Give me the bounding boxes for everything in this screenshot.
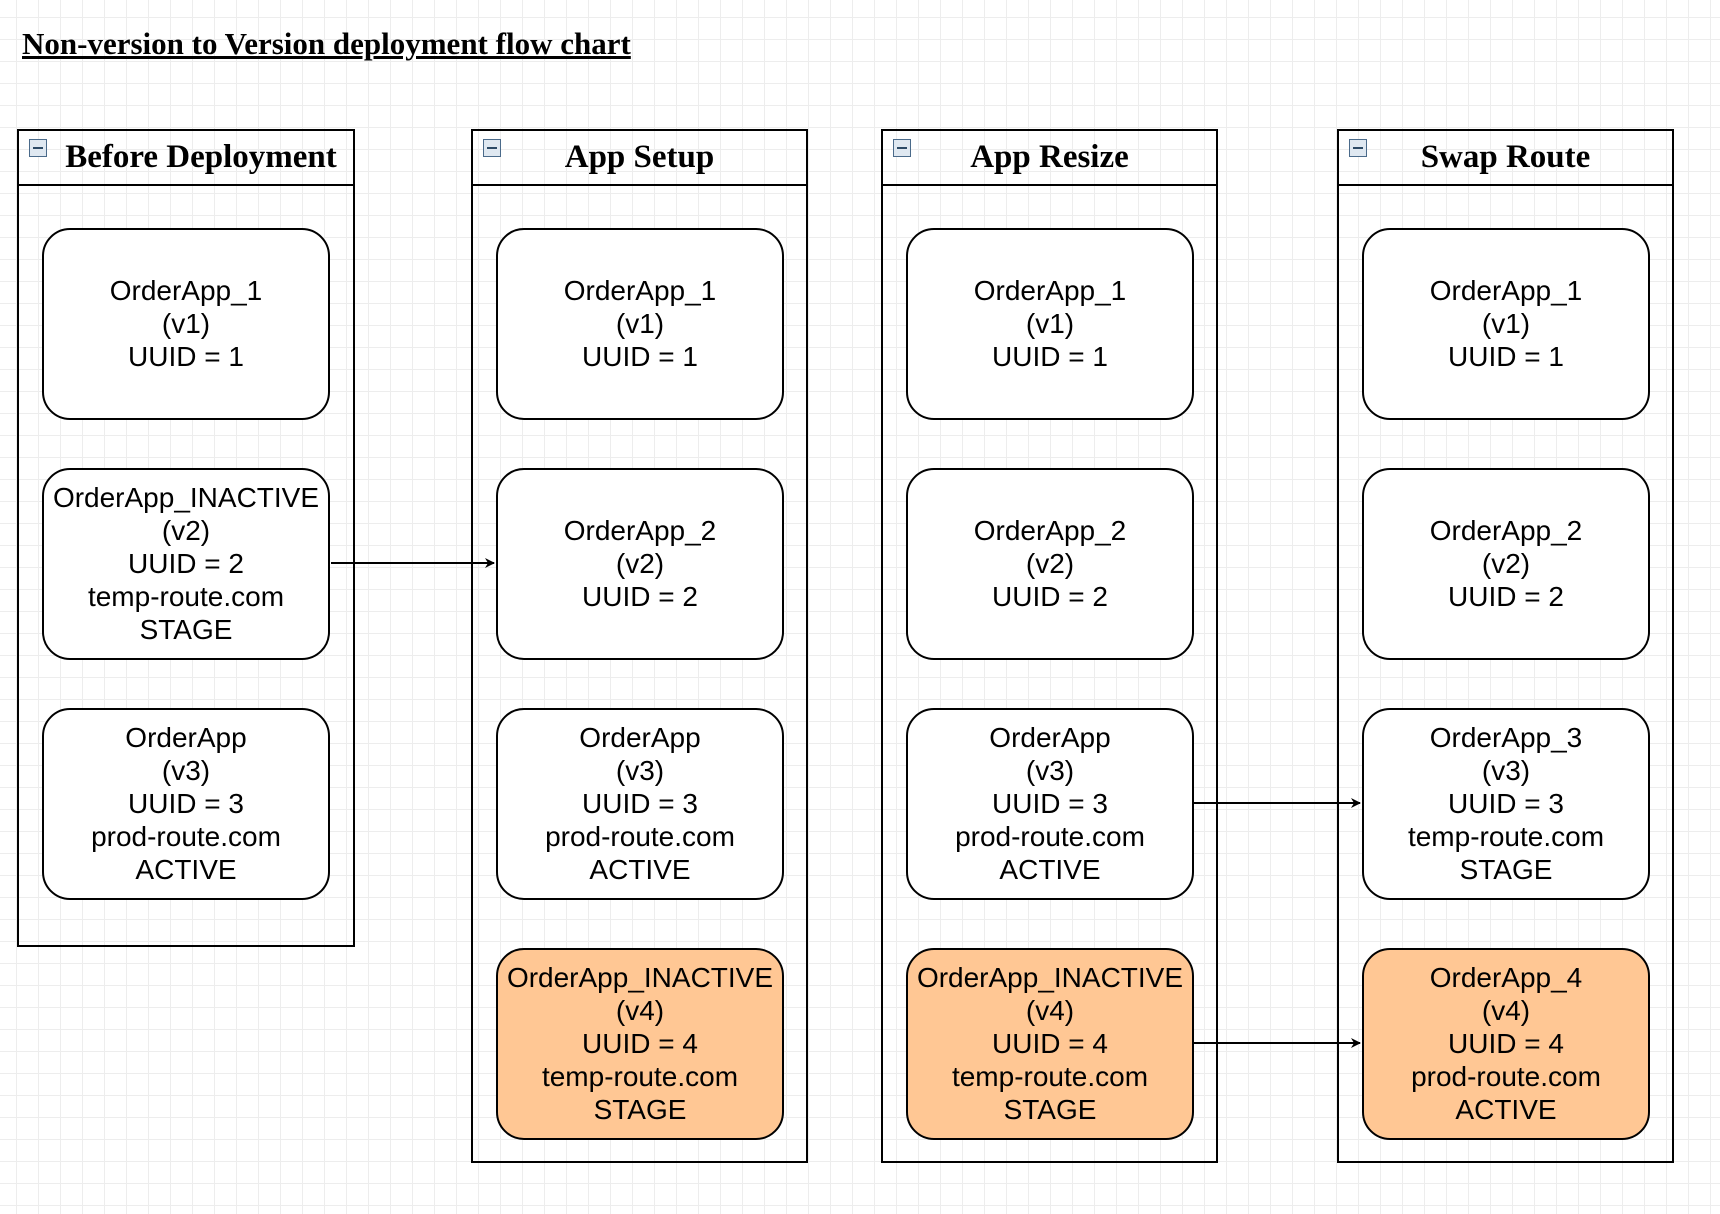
app-box[interactable]: OrderApp_1 (v1) UUID = 1 xyxy=(1362,228,1650,420)
app-box-label: OrderApp_2 (v2) UUID = 2 xyxy=(1429,514,1583,612)
app-box-label: OrderApp_1 (v1) UUID = 1 xyxy=(1429,274,1583,372)
app-box-new-version[interactable]: OrderApp_INACTIVE (v4) UUID = 4 temp-rou… xyxy=(496,948,784,1140)
app-box[interactable]: OrderApp_2 (v2) UUID = 2 xyxy=(1362,468,1650,660)
app-box-label: OrderApp (v3) UUID = 3 prod-route.com AC… xyxy=(91,721,281,885)
app-box-label: OrderApp_INACTIVE (v4) UUID = 4 temp-rou… xyxy=(916,961,1184,1125)
app-box-label: OrderApp_4 (v4) UUID = 4 prod-route.com … xyxy=(1411,961,1601,1125)
app-box[interactable]: OrderApp_3 (v3) UUID = 3 temp-route.com … xyxy=(1362,708,1650,900)
app-box-label: OrderApp_1 (v1) UUID = 1 xyxy=(563,274,717,372)
app-box-label: OrderApp_INACTIVE (v4) UUID = 4 temp-rou… xyxy=(506,961,774,1125)
lane-title: Before Deployment xyxy=(65,139,337,175)
lane-title: App Setup xyxy=(564,139,715,175)
app-box[interactable]: OrderApp_1 (v1) UUID = 1 xyxy=(496,228,784,420)
app-box[interactable]: OrderApp_1 (v1) UUID = 1 xyxy=(906,228,1194,420)
app-box-label: OrderApp_2 (v2) UUID = 2 xyxy=(973,514,1127,612)
collapse-icon[interactable] xyxy=(29,139,47,157)
app-box-label: OrderApp_2 (v2) UUID = 2 xyxy=(563,514,717,612)
lane-swap-route[interactable]: Swap Route OrderApp_1 (v1) UUID = 1 Orde… xyxy=(1337,129,1674,1163)
app-box[interactable]: OrderApp_2 (v2) UUID = 2 xyxy=(906,468,1194,660)
lane-app-resize[interactable]: App Resize OrderApp_1 (v1) UUID = 1 Orde… xyxy=(881,129,1218,1163)
lane-before-deployment[interactable]: Before Deployment OrderApp_1 (v1) UUID =… xyxy=(17,129,355,947)
lane-header: Swap Route xyxy=(1339,131,1672,186)
lane-header: App Setup xyxy=(473,131,806,186)
app-box[interactable]: OrderApp_INACTIVE (v2) UUID = 2 temp-rou… xyxy=(42,468,330,660)
app-box[interactable]: OrderApp (v3) UUID = 3 prod-route.com AC… xyxy=(496,708,784,900)
collapse-icon[interactable] xyxy=(483,139,501,157)
diagram-title: Non-version to Version deployment flow c… xyxy=(22,26,631,61)
app-box-label: OrderApp_1 (v1) UUID = 1 xyxy=(109,274,263,372)
app-box-new-version[interactable]: OrderApp_4 (v4) UUID = 4 prod-route.com … xyxy=(1362,948,1650,1140)
app-box[interactable]: OrderApp (v3) UUID = 3 prod-route.com AC… xyxy=(42,708,330,900)
app-box-new-version[interactable]: OrderApp_INACTIVE (v4) UUID = 4 temp-rou… xyxy=(906,948,1194,1140)
app-box-label: OrderApp (v3) UUID = 3 prod-route.com AC… xyxy=(955,721,1145,885)
app-box-label: OrderApp_3 (v3) UUID = 3 temp-route.com … xyxy=(1407,721,1605,885)
lane-app-setup[interactable]: App Setup OrderApp_1 (v1) UUID = 1 Order… xyxy=(471,129,808,1163)
lane-title: App Resize xyxy=(970,139,1129,175)
app-box-label: OrderApp (v3) UUID = 3 prod-route.com AC… xyxy=(545,721,735,885)
lane-header: Before Deployment xyxy=(19,131,353,186)
app-box[interactable]: OrderApp (v3) UUID = 3 prod-route.com AC… xyxy=(906,708,1194,900)
app-box-label: OrderApp_INACTIVE (v2) UUID = 2 temp-rou… xyxy=(52,481,320,645)
lane-header: App Resize xyxy=(883,131,1216,186)
app-box-label: OrderApp_1 (v1) UUID = 1 xyxy=(973,274,1127,372)
collapse-icon[interactable] xyxy=(1349,139,1367,157)
app-box[interactable]: OrderApp_1 (v1) UUID = 1 xyxy=(42,228,330,420)
lane-title: Swap Route xyxy=(1420,139,1591,175)
app-box[interactable]: OrderApp_2 (v2) UUID = 2 xyxy=(496,468,784,660)
collapse-icon[interactable] xyxy=(893,139,911,157)
